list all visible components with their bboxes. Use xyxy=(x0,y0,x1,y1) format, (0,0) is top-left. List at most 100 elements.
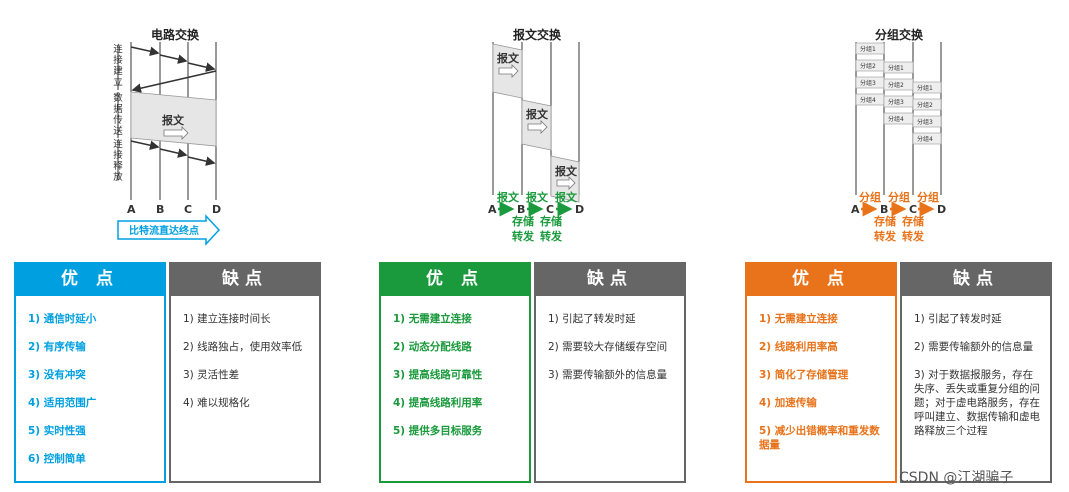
circuit-advantages-header: 优 点 xyxy=(14,262,166,296)
data-transfer-band xyxy=(130,91,217,147)
pkt-link-label-1: 分组 xyxy=(859,190,881,204)
list-item: 4) 难以规格化 xyxy=(183,397,250,409)
message-disadvantages-card: 缺点 1) 引起了转发时延 2) 需要较大存储缓存空间 3) 需要传输额外的信息… xyxy=(534,262,686,483)
circuit-disadvantages-list: 1) 建立连接时间长 2) 线路独占，使用效率低 3) 灵活性差 4) 难以规格… xyxy=(171,296,319,410)
list-item: 4) 适用范围广 xyxy=(28,397,97,409)
msg-forward-c: 转发 xyxy=(540,229,563,243)
pkt-node-c: C xyxy=(909,203,917,216)
list-item: 1) 无需建立连接 xyxy=(393,313,472,325)
pkt-link-label-3: 分组 xyxy=(917,190,939,204)
packet-diagram: 分组1 分组2 分组3 分组4 分组1 分组2 分组3 分组4 分组1 分组2 xyxy=(851,42,946,243)
circuit-diagram: 报文 A B C D xyxy=(117,42,221,246)
packets-link-bc: 分组1 分组2 分组3 分组4 xyxy=(883,61,914,125)
list-item: 6) 控制简单 xyxy=(28,453,86,465)
packets-link-ab: 分组1 分组2 分组3 分组4 xyxy=(855,42,885,106)
list-item: 3) 简化了存储管理 xyxy=(759,369,849,381)
setup-signal-3 xyxy=(187,62,216,72)
message-switching-title: 报文交换 xyxy=(513,28,562,42)
circuit-disadvantages-header: 缺点 xyxy=(169,262,321,296)
list-item: 5) 实时性强 xyxy=(28,425,86,437)
circuit-node-d: D xyxy=(212,203,221,216)
packet-disadvantages-header: 缺点 xyxy=(900,262,1052,296)
packet-cd-4-label: 分组4 xyxy=(917,135,933,143)
list-item: 2) 线路利用率高 xyxy=(759,341,838,353)
circuit-node-b: B xyxy=(156,203,164,216)
message-advantages-card: 优 点 1) 无需建立连接 2) 动态分配线路 3) 提高线路可靠性 4) 提高… xyxy=(379,262,531,483)
pkt-node-a: A xyxy=(851,203,860,216)
packet-ab-1 xyxy=(855,42,885,55)
list-item: 2) 需要较大存储缓存空间 xyxy=(548,341,668,353)
pkt-forward-b: 转发 xyxy=(874,229,897,243)
msg-store-b: 存储 xyxy=(512,214,534,228)
setup-ack xyxy=(131,70,217,93)
list-item: 1) 通信时延小 xyxy=(28,313,97,325)
circuit-advantages-list: 1) 通信时延小 2) 有序传输 3) 没有冲突 4) 适用范围广 5) 实时性… xyxy=(16,296,164,466)
message-advantages-list: 1) 无需建立连接 2) 动态分配线路 3) 提高线路可靠性 4) 提高线路利用… xyxy=(381,296,529,438)
packet-advantages-header: 优 点 xyxy=(745,262,897,296)
circuit-advantages-card: 优 点 1) 通信时延小 2) 有序传输 3) 没有冲突 4) 适用范围广 5)… xyxy=(14,262,166,483)
release-signal-1 xyxy=(130,140,160,150)
msg-arrow-2-icon xyxy=(527,120,548,134)
list-item: 2) 动态分配线路 xyxy=(393,341,472,353)
packet-ab-4-label: 分组4 xyxy=(860,96,876,104)
pkt-store-b: 存储 xyxy=(874,214,896,228)
packet-cd-3 xyxy=(912,115,942,128)
list-item: 5) 减少出错概率和重发数据量 xyxy=(759,425,880,451)
release-signal-3 xyxy=(187,156,216,166)
msg-arrow-3-icon xyxy=(556,176,576,190)
pkt-node-b: B xyxy=(880,203,888,216)
list-item: 4) 提高线路利用率 xyxy=(393,397,483,409)
packet-disadvantages-card: 缺点 1) 引起了转发时延 2) 需要传输额外的信息量 3) 对于数据报服务，存… xyxy=(900,262,1052,483)
msg-link-label-3: 报文 xyxy=(555,190,578,204)
packet-bc-2-label: 分组2 xyxy=(888,81,904,89)
circuit-message-arrow-icon xyxy=(163,126,189,140)
msg-block-3-label: 报文 xyxy=(555,164,578,178)
phase-label-transfer: 数据传送 xyxy=(113,93,123,137)
pkt-node-d: D xyxy=(937,203,946,216)
setup-signal-2 xyxy=(159,54,188,64)
list-item: 3) 没有冲突 xyxy=(28,369,86,381)
list-item: 2) 有序传输 xyxy=(28,341,86,353)
circuit-message-label: 报文 xyxy=(162,113,185,127)
pkt-forward-c: 转发 xyxy=(902,229,925,243)
packet-cd-2-label: 分组2 xyxy=(917,101,933,109)
packet-advantages-card: 优 点 1) 无需建立连接 2) 线路利用率高 3) 简化了存储管理 4) 加速… xyxy=(745,262,897,483)
list-item: 1) 建立连接时间长 xyxy=(183,313,271,325)
release-signal-2 xyxy=(159,148,188,158)
message-diagram: 报文 报文 报文 报文 报文 报文 A B C D 存储 转发 存储 转发 xyxy=(488,42,584,243)
setup-signal-1 xyxy=(130,46,160,56)
list-item: 2) 需要传输额外的信息量 xyxy=(914,341,1034,353)
list-item: 3) 提高线路可靠性 xyxy=(393,369,483,381)
msg-link-label-1: 报文 xyxy=(497,190,520,204)
list-item: 3) 对于数据报服务，存在失序、丢失或重复分组的问题；对于虚电路服务，存在呼叫建… xyxy=(914,369,1040,437)
bitstream-label: 比特流直达终点 xyxy=(129,226,199,237)
msg-block-2-label: 报文 xyxy=(526,107,549,121)
list-item: 3) 灵活性差 xyxy=(183,369,240,381)
circuit-disadvantages-card: 缺点 1) 建立连接时间长 2) 线路独占，使用效率低 3) 灵活性差 4) 难… xyxy=(169,262,321,483)
circuit-switching-title: 电路交换 xyxy=(151,28,200,42)
packet-ab-2-label: 分组2 xyxy=(860,62,876,70)
list-item: 1) 引起了转发时延 xyxy=(914,313,1002,325)
packet-bc-4-label: 分组4 xyxy=(888,115,904,123)
msg-link-label-2: 报文 xyxy=(526,190,549,204)
packet-switching-title: 分组交换 xyxy=(875,28,924,42)
circuit-node-c: C xyxy=(184,203,192,216)
msg-block-3 xyxy=(550,155,580,203)
list-item: 1) 无需建立连接 xyxy=(759,313,838,325)
msg-node-a: A xyxy=(488,203,497,216)
message-advantages-header: 优 点 xyxy=(379,262,531,296)
packet-cd-4 xyxy=(912,132,942,145)
list-item: 5) 提供多目标服务 xyxy=(393,425,483,437)
packet-cd-1 xyxy=(912,81,942,94)
packet-bc-1-label: 分组1 xyxy=(888,64,904,72)
msg-block-1-label: 报文 xyxy=(497,51,520,65)
packet-cd-2 xyxy=(912,98,942,111)
msg-forward-b: 转发 xyxy=(512,229,535,243)
list-item: 4) 加速传输 xyxy=(759,397,817,409)
packet-advantages-list: 1) 无需建立连接 2) 线路利用率高 3) 简化了存储管理 4) 加速传输 5… xyxy=(747,296,895,452)
packet-cd-1-label: 分组1 xyxy=(917,84,933,92)
list-item: 3) 需要传输额外的信息量 xyxy=(548,369,668,381)
list-item: 2) 线路独占，使用效率低 xyxy=(183,341,303,353)
message-disadvantages-header: 缺点 xyxy=(534,262,686,296)
pkt-link-label-2: 分组 xyxy=(888,190,910,204)
